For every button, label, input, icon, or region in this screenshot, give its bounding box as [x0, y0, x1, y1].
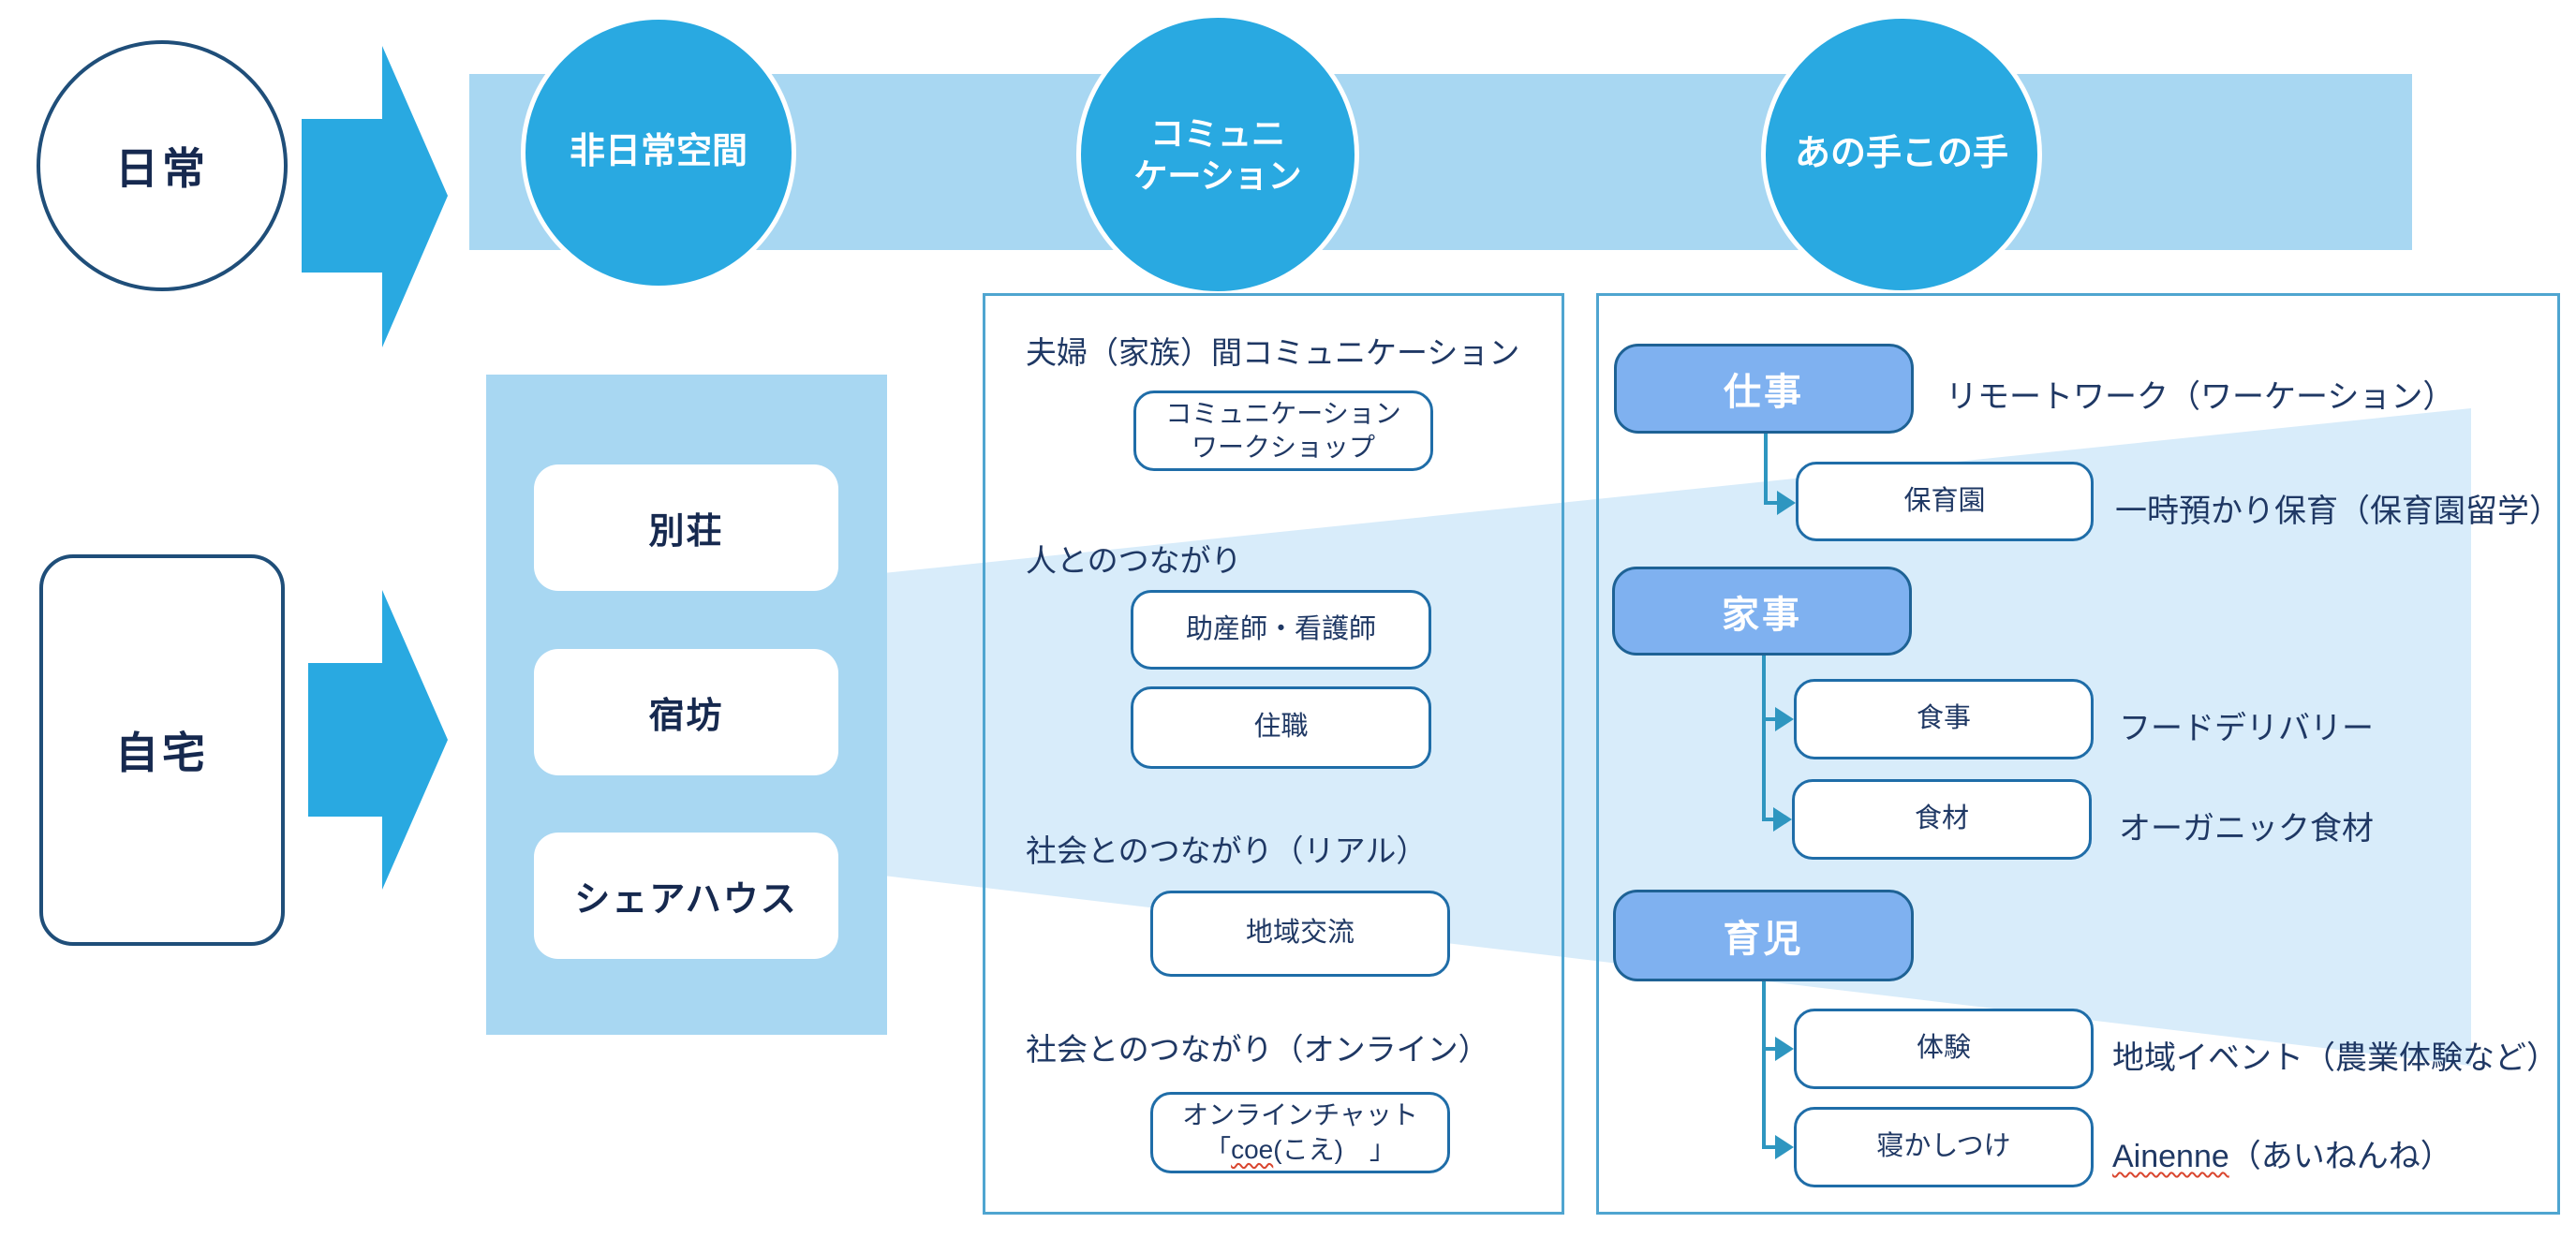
arrowhead-ingredients-icon [1773, 807, 1792, 832]
category-housework: 家事 [1612, 567, 1912, 656]
arrowhead-nursery-icon [1777, 491, 1796, 515]
category-childcare: 育児 [1613, 890, 1914, 981]
box-chief-priest: 住職 [1131, 686, 1431, 769]
box-communication-workshop: コミュニケーション ワークショップ [1133, 391, 1433, 471]
box-nursery: 保育園 [1796, 462, 2094, 541]
option-label: 別荘 [648, 512, 724, 552]
option-label: 宿坊 [648, 697, 724, 736]
home-label: 自宅 [115, 729, 209, 777]
box-line: 食材 [1914, 803, 1969, 834]
coe-name: coe [1231, 1134, 1274, 1164]
coe-reading: (こえ) 」 [1273, 1134, 1396, 1164]
ainenne-reading: （あいねんね） [2228, 1139, 2452, 1174]
arrowhead-experience-icon [1775, 1037, 1794, 1061]
connector-childcare [1762, 981, 1775, 1149]
box-local-exchange: 地域交流 [1150, 891, 1450, 977]
box-ingredients: 食材 [1792, 779, 2092, 860]
heading-society-online: 社会とのつながり（オンライン） [1026, 1032, 1489, 1067]
option-label: シェアハウス [574, 880, 798, 920]
box-sleep-training: 寝かしつけ [1794, 1107, 2094, 1187]
option-temple-lodging: 宿坊 [534, 649, 838, 775]
flow-arrow-top-icon [302, 46, 448, 347]
box-experience: 体験 [1794, 1009, 2094, 1089]
box-line: 保育園 [1903, 485, 1986, 516]
box-line: 地域交流 [1245, 918, 1355, 949]
box-line: 体験 [1916, 1033, 1971, 1064]
box-meals: 食事 [1794, 679, 2094, 759]
arrowhead-meal-icon [1775, 707, 1794, 731]
category-work: 仕事 [1614, 344, 1914, 434]
heading-couple-family-communication: 夫婦（家族）間コミュニケーション [1026, 335, 1520, 370]
box-line: オンラインチャット [1182, 1100, 1418, 1130]
option-share-house: シェアハウス [534, 833, 838, 959]
stage-circle-every-means: あの手この手 [1761, 14, 2042, 295]
flow-arrow-home-icon [308, 590, 448, 890]
box-line: 寝かしつけ [1876, 1131, 2011, 1162]
stage-circle-label: コミュニ [1149, 114, 1285, 153]
stage-circle-label: あの手この手 [1794, 134, 2008, 174]
daily-life-circle: 日常 [37, 40, 288, 291]
communication-panel [983, 293, 1564, 1215]
category-label: 仕事 [1724, 372, 1804, 413]
stage-circle-label: 非日常空間 [569, 132, 748, 172]
note-food-delivery: フードデリバリー [2119, 711, 2374, 746]
category-label: 家事 [1722, 594, 1802, 636]
box-online-chat-coe: オンラインチャット 「coe(こえ) 」 [1150, 1092, 1450, 1173]
box-line: 助産師・看護師 [1185, 613, 1376, 644]
box-line: 食事 [1916, 703, 1971, 734]
stage-circle-extraordinary-space: 非日常空間 [521, 15, 796, 290]
heading-people-connection: 人とのつながり [1026, 543, 1242, 578]
arrowhead-sleep-icon [1775, 1135, 1794, 1159]
note-temporary-childcare: 一時預かり保育（保育園留学） [2115, 494, 2561, 529]
box-line: ワークショップ [1191, 433, 1375, 462]
note-local-events: 地域イベント（農業体験など） [2112, 1040, 2558, 1076]
coe-bracket: 「 [1205, 1134, 1232, 1164]
note-ainenne: Ainenne（あいねんね） [2112, 1130, 2452, 1176]
option-villa: 別荘 [534, 464, 838, 591]
daily-life-label: 日常 [115, 144, 209, 193]
connector-work-nursery [1764, 434, 1779, 505]
box-line: 「coe(こえ) 」 [1205, 1133, 1396, 1167]
ainenne-name: Ainenne [2112, 1139, 2229, 1174]
stage-circle-label: ケーション [1133, 156, 1302, 195]
stage-circle-communication: コミュニ ケーション [1076, 13, 1359, 296]
box-midwife-nurse: 助産師・看護師 [1131, 590, 1431, 670]
connector-housework [1762, 656, 1775, 821]
note-organic-food: オーガニック食材 [2119, 811, 2374, 847]
note-remote-work: リモートワーク（ワーケーション） [1946, 379, 2455, 415]
heading-society-real: 社会とのつながり（リアル） [1026, 833, 1428, 868]
box-line: 住職 [1253, 712, 1309, 743]
support-panel [1596, 293, 2560, 1215]
box-line: コミュニケーション [1165, 398, 1401, 428]
category-label: 育児 [1723, 919, 1804, 960]
home-box: 自宅 [39, 554, 285, 946]
